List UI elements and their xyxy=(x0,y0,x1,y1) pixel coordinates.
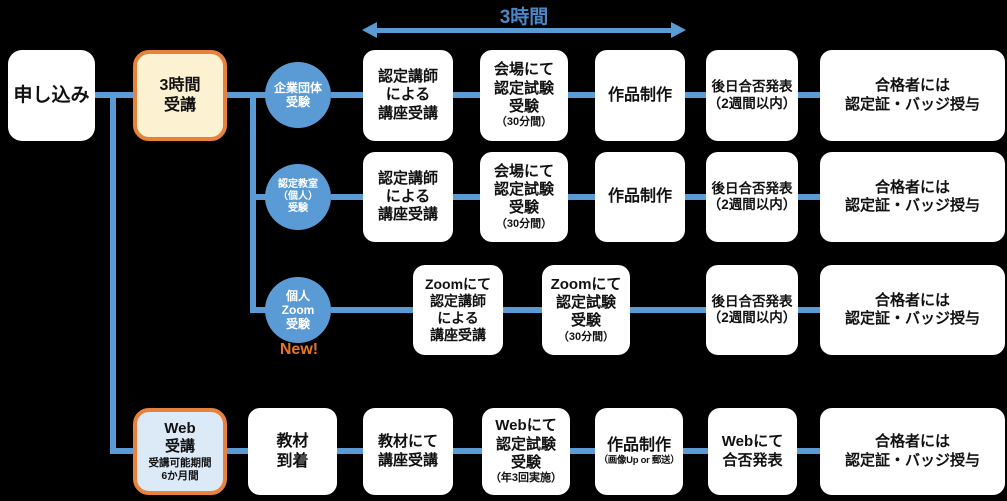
connector xyxy=(331,307,415,313)
step-label: 後日合否発表（2週間以内） xyxy=(707,180,797,212)
step-label: 後日合否発表（2週間以内） xyxy=(707,293,797,325)
node-row2-lecture: 認定講師による講座受講 xyxy=(363,152,453,242)
node-branch-3hour-course: 3時間受講 xyxy=(133,50,227,141)
node-row4-award: 合格者には認定証・バッジ授与 xyxy=(820,408,1005,495)
step-label: 会場にて認定試験受験 xyxy=(493,61,554,115)
connector xyxy=(568,194,597,200)
connector xyxy=(685,194,708,200)
node-row1-lecture: 認定講師による講座受講 xyxy=(363,50,453,141)
circle-classroom-label: 認定教室（個人）受験 xyxy=(278,179,318,214)
node-row4-materials-arrive: 教材到着 xyxy=(248,408,337,495)
connector xyxy=(227,92,267,98)
node-row2-production: 作品制作 xyxy=(595,152,685,242)
node-row4-lecture: 教材にて講座受講 xyxy=(363,408,453,495)
connector xyxy=(798,92,822,98)
circle-corporate-label: 企業団体受験 xyxy=(273,80,322,109)
circle-corporate-group-exam: 企業団体受験 xyxy=(265,62,331,128)
node-row1-result: 後日合否発表（2週間以内） xyxy=(706,50,798,141)
node-apply: 申し込み xyxy=(8,50,95,141)
step-label: 作品制作 xyxy=(607,188,672,206)
node-row4-result: Webにて合否発表 xyxy=(708,408,797,495)
node-row3-exam: Zoomにて認定試験受験 （30分間） xyxy=(542,265,630,355)
node-row1-award: 合格者には認定証・バッジ授与 xyxy=(820,50,1005,141)
step-label: Webにて認定試験受験 xyxy=(495,417,557,471)
step-label: Zoomにて認定講師による講座受講 xyxy=(424,275,492,344)
step-label: 教材到着 xyxy=(276,432,309,470)
connector xyxy=(798,194,822,200)
connector xyxy=(503,307,544,313)
step-note: （30分間） xyxy=(495,217,553,230)
connector xyxy=(685,92,708,98)
step-note: （30分間） xyxy=(495,116,553,129)
node-row2-result: 後日合否発表（2週間以内） xyxy=(706,152,798,242)
step-note: （年3回実施） xyxy=(489,472,563,485)
connector xyxy=(337,448,365,454)
node-row3-lecture: Zoomにて認定講師による講座受講 xyxy=(413,265,503,355)
node-row2-award: 合格者には認定証・バッジ授与 xyxy=(820,152,1005,242)
step-label: 会場にて認定試験受験 xyxy=(493,162,554,217)
node-row4-production: 作品制作 （画像Up or 郵送） xyxy=(595,408,683,495)
arrow-right-head-icon xyxy=(671,22,686,38)
arrow-left-head-icon xyxy=(362,22,377,38)
branch-vertical-left xyxy=(110,92,116,454)
duration-label: 3時間 xyxy=(499,7,549,28)
connector xyxy=(798,307,822,313)
duration-arrow-shaft xyxy=(375,28,673,33)
connector xyxy=(227,448,250,454)
node-row3-result: 後日合否発表（2週間以内） xyxy=(706,265,798,355)
step-label: 作品制作 xyxy=(606,436,671,454)
connector xyxy=(250,307,267,313)
step-label: 合格者には認定証・バッジ授与 xyxy=(844,291,980,327)
connector xyxy=(250,194,267,200)
connector xyxy=(570,448,597,454)
connector xyxy=(683,448,710,454)
connector xyxy=(453,448,484,454)
node-apply-label: 申し込み xyxy=(13,84,90,106)
step-note: （画像Up or 郵送） xyxy=(598,455,680,467)
branch-vertical-circles xyxy=(250,92,256,313)
node-row2-exam: 会場にて認定試験受験 （30分間） xyxy=(480,152,568,242)
connector xyxy=(331,194,365,200)
node-row1-exam: 会場にて認定試験受験 （30分間） xyxy=(480,50,568,141)
branch-elbow-web xyxy=(110,448,135,454)
step-label: 後日合否発表（2週間以内） xyxy=(707,79,797,111)
connector xyxy=(95,92,133,98)
new-badge: New! xyxy=(279,341,319,358)
step-label: 合格者には認定証・バッジ授与 xyxy=(844,178,980,214)
connector xyxy=(568,92,597,98)
step-label: 合格者には認定証・バッジ授与 xyxy=(844,77,980,113)
circle-certified-classroom-exam: 認定教室（個人）受験 xyxy=(265,164,331,230)
node-row3-award: 合格者には認定証・バッジ授与 xyxy=(820,265,1005,355)
connector xyxy=(453,194,482,200)
step-label: 作品制作 xyxy=(607,86,672,104)
step-label: Webにて合否発表 xyxy=(721,433,784,469)
connector xyxy=(331,92,365,98)
node-row4-exam: Webにて認定試験受験 （年3回実施） xyxy=(482,408,570,495)
step-label: 認定講師による講座受講 xyxy=(377,68,438,122)
node-row1-production: 作品制作 xyxy=(595,50,685,141)
step-label: 教材にて講座受講 xyxy=(377,433,438,469)
step-label: Zoomにて認定試験受験 xyxy=(550,275,622,330)
connector xyxy=(453,92,482,98)
step-label: 合格者には認定証・バッジ授与 xyxy=(844,433,980,469)
step-label: 認定講師による講座受講 xyxy=(377,169,438,224)
step-note: （30分間） xyxy=(557,330,615,343)
node-branch-3hour-label: 3時間受講 xyxy=(159,76,201,114)
connector xyxy=(797,448,822,454)
connector xyxy=(630,307,712,313)
